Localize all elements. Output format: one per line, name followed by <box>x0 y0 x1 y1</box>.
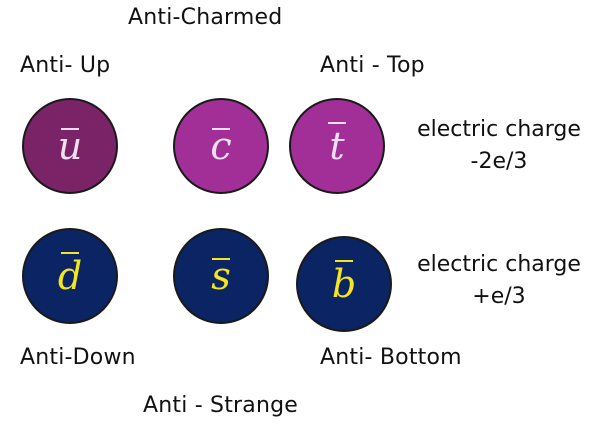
anti-bottom-quark: b <box>296 236 392 332</box>
anti-charmed-symbol: c <box>210 124 232 168</box>
anti-top-quark: t <box>289 98 385 194</box>
anti-bottom-label: Anti- Bottom <box>320 345 462 370</box>
anti-strange-quark: s <box>173 228 269 324</box>
anti-up-symbol: u <box>57 124 83 168</box>
charge-bottom-row: electric charge +e/3 <box>404 249 594 313</box>
anti-top-label: Anti - Top <box>320 53 425 78</box>
anti-charmed-label: Anti-Charmed <box>128 5 283 30</box>
anti-down-quark: d <box>22 228 118 324</box>
charge-top-row: electric charge -2e/3 <box>404 114 594 178</box>
charge-top-value: -2e/3 <box>470 149 528 174</box>
anti-down-label: Anti-Down <box>20 345 136 370</box>
anti-strange-symbol: s <box>211 254 231 298</box>
charge-top-title: electric charge <box>417 117 581 142</box>
anti-up-quark: u <box>22 98 118 194</box>
anti-down-symbol: d <box>57 252 83 298</box>
anti-top-symbol: t <box>328 122 346 168</box>
anti-bottom-symbol: b <box>331 260 357 306</box>
anti-up-label: Anti- Up <box>20 53 111 78</box>
anti-charmed-quark: c <box>173 98 269 194</box>
anti-strange-label: Anti - Strange <box>143 393 299 418</box>
charge-bottom-value: +e/3 <box>472 284 526 309</box>
charge-bottom-title: electric charge <box>417 252 581 277</box>
